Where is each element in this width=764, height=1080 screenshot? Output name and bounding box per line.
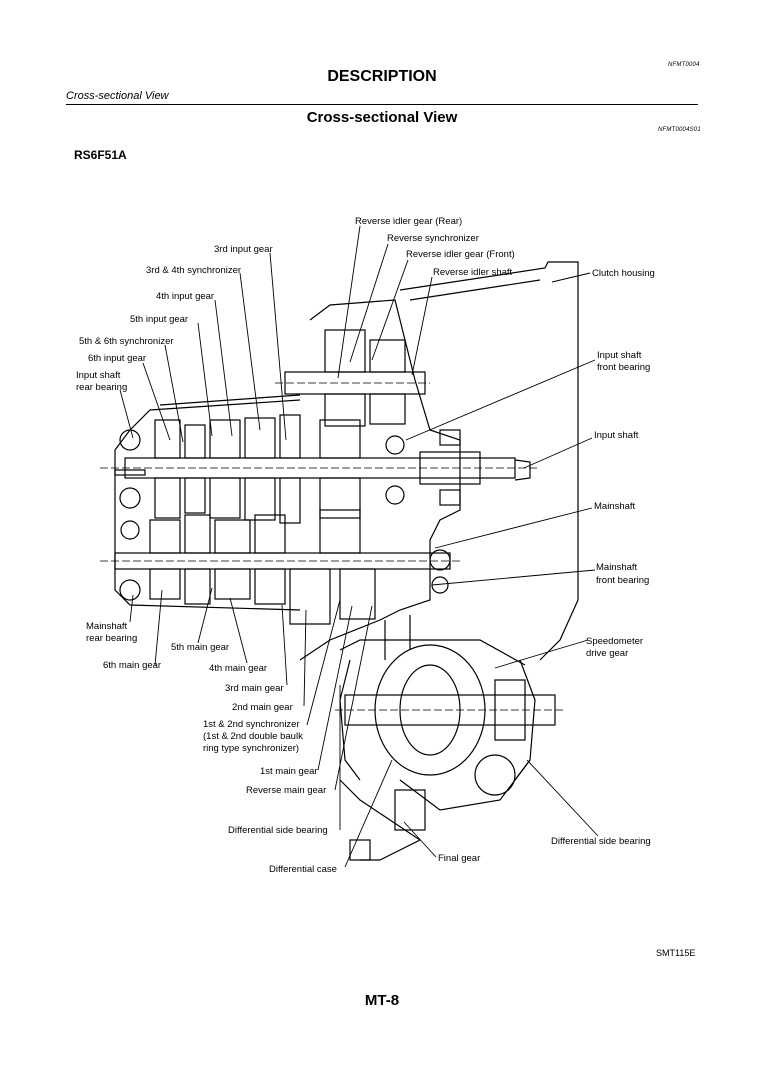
leader-lines xyxy=(119,225,599,868)
label-differential-side-bearing-left: Differential side bearing xyxy=(228,825,328,836)
label-3rd-main-gear: 3rd main gear xyxy=(225,683,284,694)
label-input-shaft-front-bearing-line2: front bearing xyxy=(597,362,650,373)
label-5th-main-gear: 5th main gear xyxy=(171,642,229,653)
section-name: Cross-sectional View xyxy=(66,90,169,102)
label-reverse-synchronizer: Reverse synchronizer xyxy=(387,233,479,244)
label-input-shaft-rear-bearing-line2: rear bearing xyxy=(76,382,127,393)
label-mainshaft-rear-bearing-line2: rear bearing xyxy=(86,633,137,644)
label-speedometer-drive-gear-line2: drive gear xyxy=(586,648,628,659)
content-title: Cross-sectional View xyxy=(306,109,458,126)
label-3rd-4th-synchronizer: 3rd & 4th synchronizer xyxy=(146,265,241,276)
label-mainshaft-rear-bearing-line1: Mainshaft xyxy=(86,621,128,632)
label-3rd-input-gear: 3rd input gear xyxy=(214,244,273,255)
label-reverse-main-gear: Reverse main gear xyxy=(246,785,326,796)
label-1st-2nd-synchronizer-line2: (1st & 2nd double baulk xyxy=(203,731,303,742)
label-6th-input-gear: 6th input gear xyxy=(88,353,146,364)
label-4th-main-gear: 4th main gear xyxy=(209,663,267,674)
label-differential-case: Differential case xyxy=(269,864,337,875)
label-reverse-idler-gear-rear: Reverse idler gear (Rear) xyxy=(355,216,462,227)
label-input-shaft-front-bearing-line1: Input shaft xyxy=(597,350,642,361)
label-1st-2nd-synchronizer-line1: 1st & 2nd synchronizer xyxy=(203,719,300,730)
label-5th-input-gear: 5th input gear xyxy=(130,314,188,325)
label-input-shaft-rear-bearing-line1: Input shaft xyxy=(76,370,121,381)
page-number: MT-8 xyxy=(364,992,400,1009)
model-code: RS6F51A xyxy=(74,148,127,162)
label-reverse-idler-gear-front: Reverse idler gear (Front) xyxy=(406,249,515,260)
label-1st-main-gear: 1st main gear xyxy=(260,766,318,777)
label-5th-6th-synchronizer: 5th & 6th synchronizer xyxy=(79,336,174,347)
header-rule xyxy=(66,104,698,105)
figure-id: SMT115E xyxy=(656,948,695,958)
label-final-gear: Final gear xyxy=(438,853,480,864)
label-6th-main-gear: 6th main gear xyxy=(103,660,161,671)
label-mainshaft-front-bearing-line2: front bearing xyxy=(596,575,649,586)
content-ref-code: NFMT0004S01 xyxy=(658,127,701,133)
label-reverse-idler-shaft: Reverse idler shaft xyxy=(433,267,513,278)
page-header-title: DESCRIPTION xyxy=(327,68,437,85)
label-input-shaft: Input shaft xyxy=(594,430,639,441)
label-2nd-main-gear: 2nd main gear xyxy=(232,702,293,713)
label-clutch-housing: Clutch housing xyxy=(592,268,655,279)
label-mainshaft: Mainshaft xyxy=(594,501,636,512)
label-1st-2nd-synchronizer-line3: ring type synchronizer) xyxy=(203,743,299,754)
label-speedometer-drive-gear-line1: Speedometer xyxy=(586,636,643,647)
header-ref-code: NFMT0004 xyxy=(668,62,700,68)
label-4th-input-gear: 4th input gear xyxy=(156,291,214,302)
label-differential-side-bearing-right: Differential side bearing xyxy=(551,836,651,847)
label-mainshaft-front-bearing-line1: Mainshaft xyxy=(596,562,638,573)
callout-labels: Reverse idler gear (Rear) Reverse synchr… xyxy=(76,216,655,875)
